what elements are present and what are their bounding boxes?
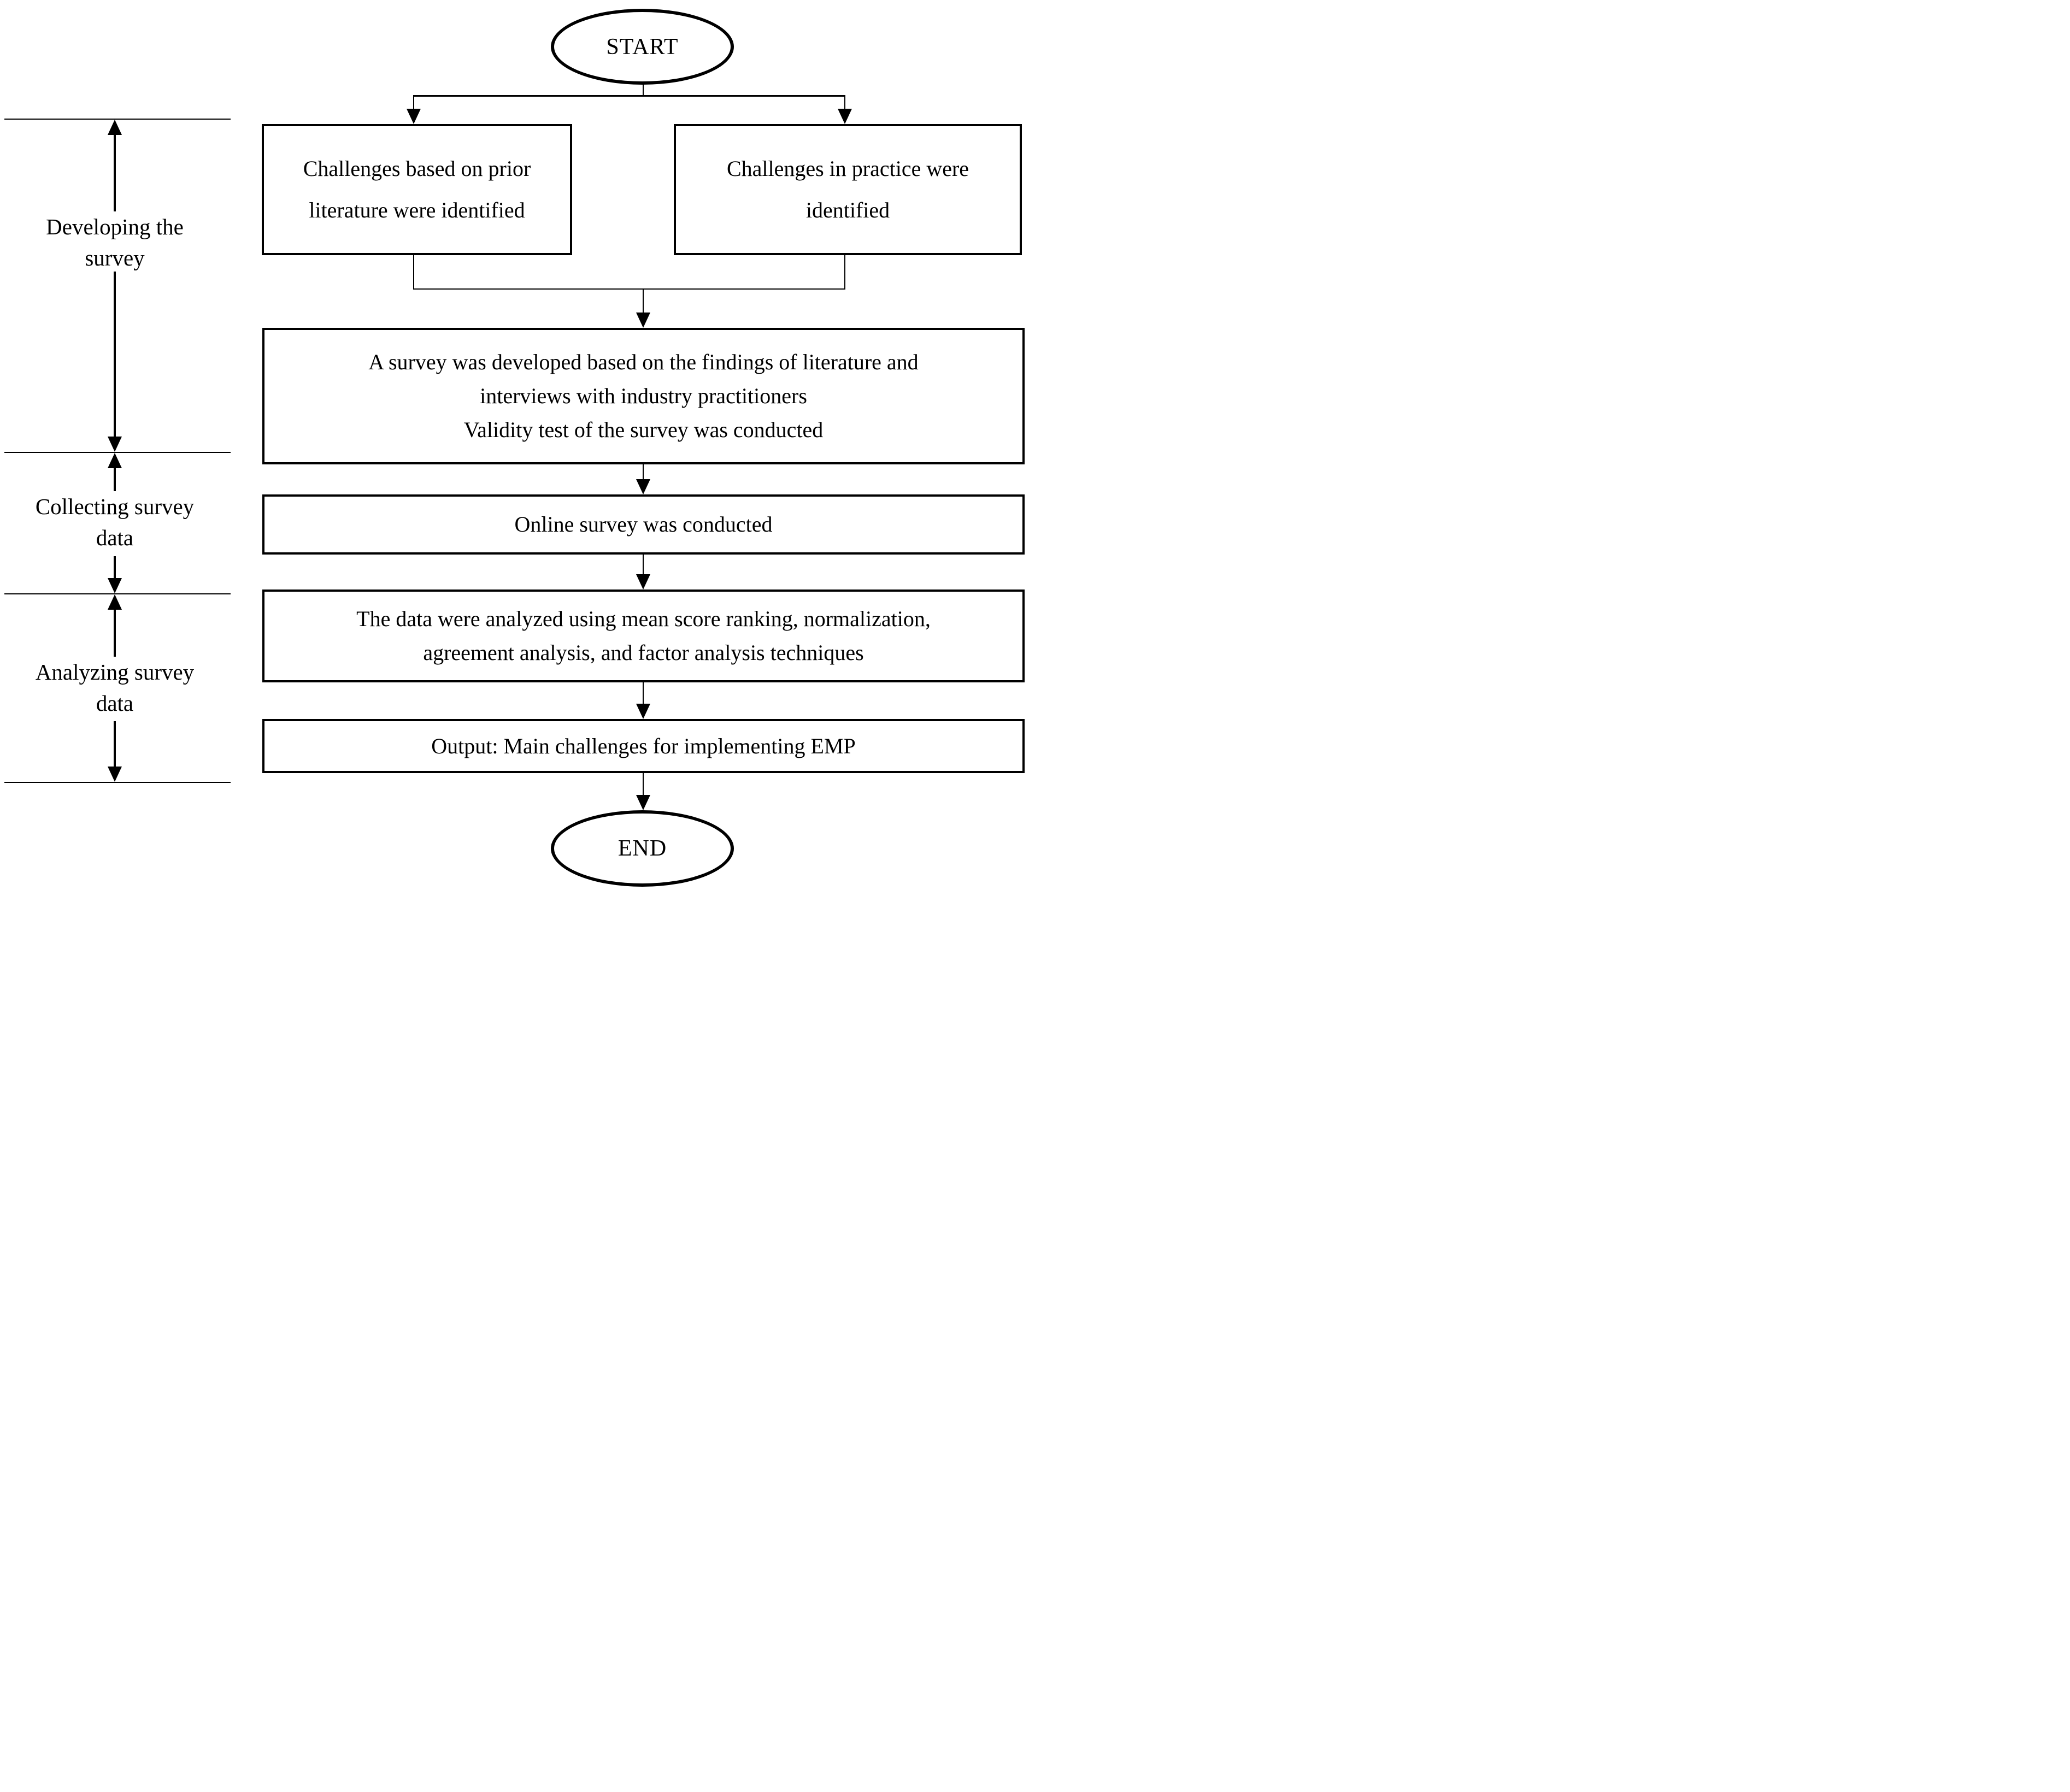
arrowhead-down-icon — [108, 578, 122, 593]
end-label: END — [618, 836, 667, 861]
process-box-text-line: identified — [805, 198, 890, 222]
process-box-text-line: agreement analysis, and factor analysis … — [423, 640, 864, 665]
process-box-text-line: The data were analyzed using mean score … — [356, 606, 931, 631]
process-box-text-line: Challenges in practice were — [726, 156, 969, 181]
phase-arrow-shaft — [114, 135, 116, 211]
phase-label-developing-survey: Developing the survey — [0, 211, 230, 274]
phase-separator-line-3 — [4, 593, 231, 594]
phase-separator-line-1 — [4, 119, 231, 120]
phase-label-line: survey — [85, 245, 145, 270]
flowchart-canvas: Developing the survey Collecting survey … — [0, 0, 1035, 896]
arrowhead-down-icon — [636, 574, 650, 590]
process-box-text-line: Output: Main challenges for implementing… — [431, 733, 856, 758]
phase-separator-line-2 — [4, 452, 231, 453]
phase-arrow-shaft — [114, 610, 116, 657]
connector-to-analysis — [643, 555, 644, 576]
process-box-output: Output: Main challenges for implementing… — [262, 719, 1025, 773]
phase-separator-line-4 — [4, 782, 231, 783]
connector-merge-right — [844, 255, 845, 290]
process-box-data-analysis: The data were analyzed using mean score … — [262, 590, 1025, 682]
process-box-text-line: Challenges based on prior — [303, 156, 531, 181]
arrowhead-down-icon — [636, 795, 650, 810]
phase-label-line: Developing the — [46, 214, 184, 239]
arrowhead-down-icon — [407, 109, 421, 124]
phase-arrow-shaft — [114, 468, 116, 491]
arrowhead-down-icon — [838, 109, 852, 124]
process-box-survey-development: A survey was developed based on the find… — [262, 328, 1025, 464]
arrowhead-down-icon — [636, 479, 650, 494]
connector-branch-line — [414, 95, 845, 97]
end-terminator: END — [551, 810, 734, 887]
process-box-text-line: A survey was developed based on the find… — [368, 350, 919, 374]
arrowhead-down-icon — [636, 704, 650, 719]
connector-drop-left — [413, 95, 414, 111]
connector-to-output — [643, 682, 644, 706]
phase-label-line: data — [96, 691, 134, 716]
process-box-text-line: interviews with industry practitioners — [480, 384, 807, 408]
arrowhead-up-icon — [108, 453, 122, 468]
process-box-literature-challenges: Challenges based on prior literature wer… — [262, 124, 572, 255]
arrowhead-up-icon — [108, 120, 122, 135]
phase-arrow-shaft — [114, 556, 116, 578]
phase-label-line: Collecting survey — [35, 494, 195, 519]
process-box-practice-challenges: Challenges in practice were identified — [674, 124, 1022, 255]
connector-to-end — [643, 773, 644, 797]
arrowhead-down-icon — [108, 767, 122, 782]
connector-start-stub — [643, 84, 644, 95]
connector-merge-drop — [643, 288, 644, 315]
process-box-text-line: Validity test of the survey was conducte… — [463, 417, 824, 442]
connector-to-online-survey — [643, 464, 644, 481]
process-box-online-survey: Online survey was conducted — [262, 494, 1025, 555]
phase-label-collecting-data: Collecting survey data — [0, 491, 230, 553]
connector-drop-right — [844, 95, 845, 111]
process-box-text-line: Online survey was conducted — [514, 512, 773, 537]
phase-arrow-shaft — [114, 721, 116, 767]
connector-merge-left — [413, 255, 414, 290]
phase-label-line: data — [96, 525, 134, 550]
arrowhead-down-icon — [108, 437, 122, 452]
process-box-text-line: literature were identified — [309, 198, 525, 222]
start-label: START — [606, 34, 679, 60]
arrowhead-down-icon — [636, 313, 650, 328]
phase-arrow-shaft — [114, 272, 116, 437]
phase-label-line: Analyzing survey — [35, 659, 195, 685]
arrowhead-up-icon — [108, 594, 122, 610]
start-terminator: START — [551, 9, 734, 85]
phase-label-analyzing-data: Analyzing survey data — [0, 657, 230, 719]
connector-merge-line — [413, 288, 845, 290]
